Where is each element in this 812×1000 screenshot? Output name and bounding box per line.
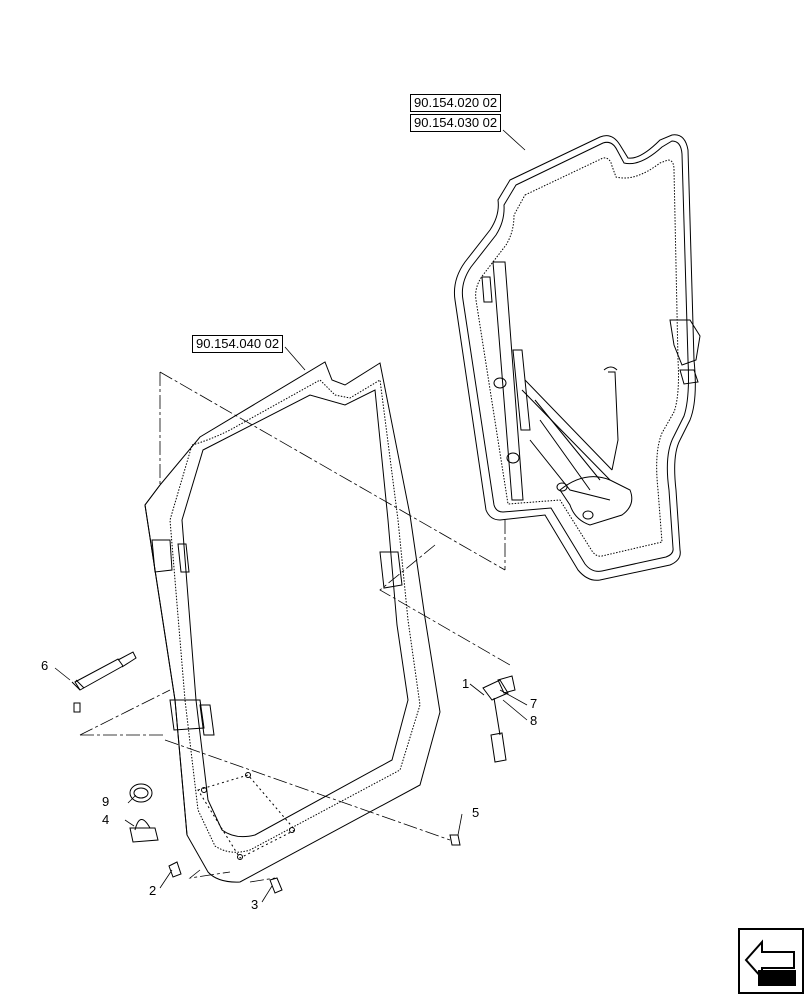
callout-3: 3	[251, 897, 259, 912]
callout-7: 7	[530, 696, 538, 711]
leaders	[54, 129, 528, 903]
callout-2: 2	[149, 883, 157, 898]
gas-strut-part-6	[71, 651, 137, 691]
clip-part-4	[129, 819, 159, 843]
callout-8: 8	[530, 713, 538, 728]
bolt-part-5	[449, 834, 461, 846]
latch-parts-7-8	[482, 675, 516, 763]
door-frame-assembly	[454, 134, 701, 581]
alignment-lines	[79, 371, 511, 883]
bolt-part-3	[269, 877, 283, 894]
reference-box-upper-2[interactable]: 90.154.030 02	[410, 114, 502, 132]
door-panel	[144, 361, 441, 883]
bolt-part-6-lower	[73, 702, 81, 713]
callout-1: 1	[462, 676, 470, 691]
bolt-part-2	[168, 861, 182, 878]
reference-box-upper-1[interactable]: 90.154.020 02	[410, 94, 502, 112]
ring-part-9	[129, 783, 153, 803]
callout-4: 4	[102, 812, 110, 827]
callout-6: 6	[41, 658, 49, 673]
arrow-navigation-icon[interactable]	[738, 928, 804, 994]
reference-box-door-panel[interactable]: 90.154.040 02	[192, 335, 284, 353]
callout-9: 9	[102, 794, 110, 809]
callout-5: 5	[472, 805, 480, 820]
